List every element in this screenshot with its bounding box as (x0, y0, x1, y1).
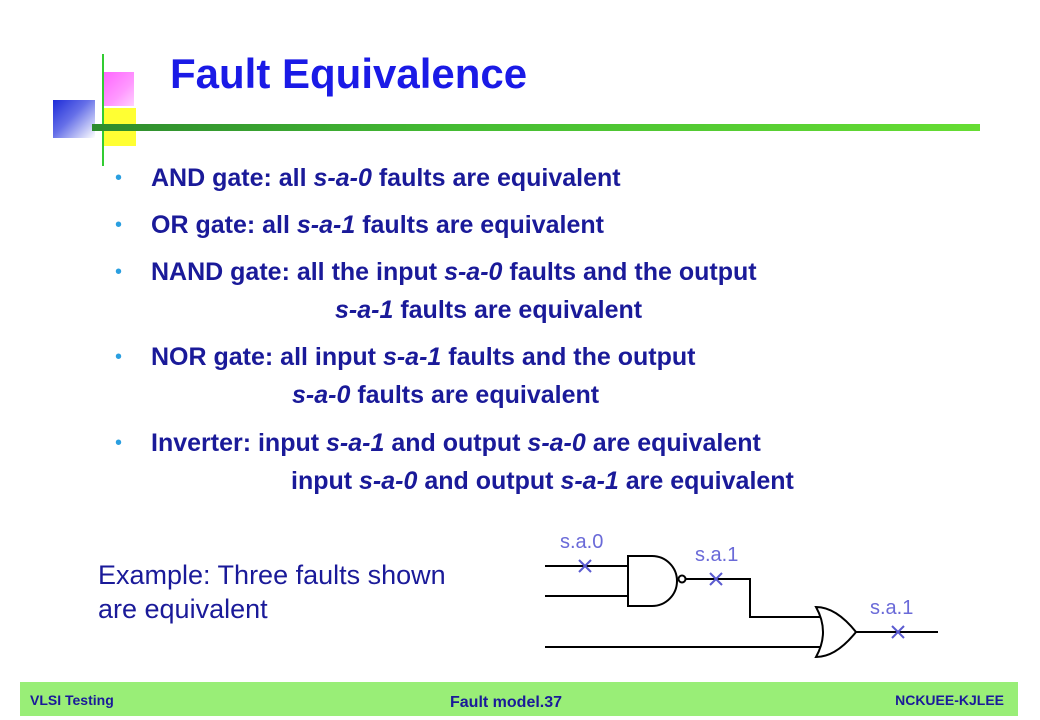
logo-squares (50, 50, 150, 170)
bullet-dot-icon: • (115, 432, 123, 454)
footer-page: Fault model.37 (450, 694, 563, 711)
bullet-line: AND gate: all s-a-0 faults are equivalen… (151, 164, 621, 193)
example-line-1: Example: Three faults shown (98, 560, 446, 590)
bullet-line: s-a-0 faults are equivalent (292, 381, 599, 410)
label-nand-input-fault: s.a.0 (560, 531, 603, 553)
bullet-text: faults are equivalent (355, 211, 604, 239)
blue-square (53, 100, 95, 138)
or-gate (814, 605, 858, 659)
fault-x-marker-3 (891, 625, 905, 639)
bullet-text: and output (384, 429, 528, 457)
bullet-dot-icon: • (115, 261, 123, 283)
fault-term: s-a-0 (527, 429, 586, 457)
fault-x-marker-1 (578, 559, 592, 573)
label-or-output-fault: s.a.1 (870, 597, 913, 619)
bullet-text: and output (417, 467, 561, 495)
nand-output-wire (686, 578, 820, 618)
fault-term: s-a-0 (359, 467, 418, 495)
fault-term: s-a-1 (326, 429, 385, 457)
example-caption: Example: Three faults shown are equivale… (98, 558, 538, 626)
fault-term: s-a-0 (292, 381, 351, 409)
footer-bar: VLSI Testing Fault model.37 NCKUEE-KJLEE (20, 682, 1018, 716)
bullet-dot-icon: • (115, 167, 123, 189)
fault-term: s-a-1 (382, 343, 442, 371)
example-line-2: are equivalent (98, 594, 268, 624)
bullet-text: OR gate: all (151, 211, 297, 239)
magenta-square (104, 72, 134, 106)
bullet-text: faults are equivalent (393, 296, 643, 324)
fault-term: s-a-0 (444, 258, 503, 286)
fault-term: s-a-1 (560, 467, 619, 495)
bullet-text: input (291, 467, 360, 495)
bullet-text: faults are equivalent (350, 381, 600, 409)
fault-term: s-a-1 (335, 296, 394, 324)
bullet-text: NAND gate: all the input (151, 258, 445, 286)
footer-course: VLSI Testing (30, 692, 114, 708)
bullet-text: faults and the output (441, 343, 696, 371)
circuit-diagram: s.a.0 s.a.1 s.a.1 (545, 531, 938, 659)
footer-author: NCKUEE-KJLEE (895, 692, 1004, 708)
fault-x-marker-2 (709, 572, 723, 586)
bullet-line: NAND gate: all the input s-a-0 faults an… (151, 258, 757, 287)
vertical-rule (102, 54, 104, 166)
fault-term: s-a-0 (313, 164, 372, 192)
bullet-dot-icon: • (115, 346, 123, 368)
label-nand-output-fault: s.a.1 (695, 544, 738, 566)
fault-term: s-a-1 (296, 211, 356, 239)
slide-title: Fault Equivalence (170, 50, 528, 97)
bullet-text: faults are equivalent (371, 164, 621, 192)
title-rule (92, 124, 980, 131)
nand-bubble (677, 574, 687, 584)
bullet-text: are equivalent (618, 467, 794, 495)
bullet-text: are equivalent (585, 429, 761, 457)
bullet-text: NOR gate: all input (151, 343, 383, 371)
bullet-line: OR gate: all s-a-1 faults are equivalent (151, 211, 604, 240)
bullet-line: input s-a-0 and output s-a-1 are equival… (291, 467, 794, 496)
bullet-text: Inverter: input (151, 429, 327, 457)
nand-gate (627, 555, 678, 607)
bullet-text: faults and the output (502, 258, 757, 286)
bullet-line: Inverter: input s-a-1 and output s-a-0 a… (151, 429, 761, 458)
bullet-line: s-a-1 faults are equivalent (335, 296, 642, 325)
bullet-text: AND gate: all (151, 164, 314, 192)
bullet-line: NOR gate: all input s-a-1 faults and the… (151, 343, 695, 372)
bullet-dot-icon: • (115, 214, 123, 236)
